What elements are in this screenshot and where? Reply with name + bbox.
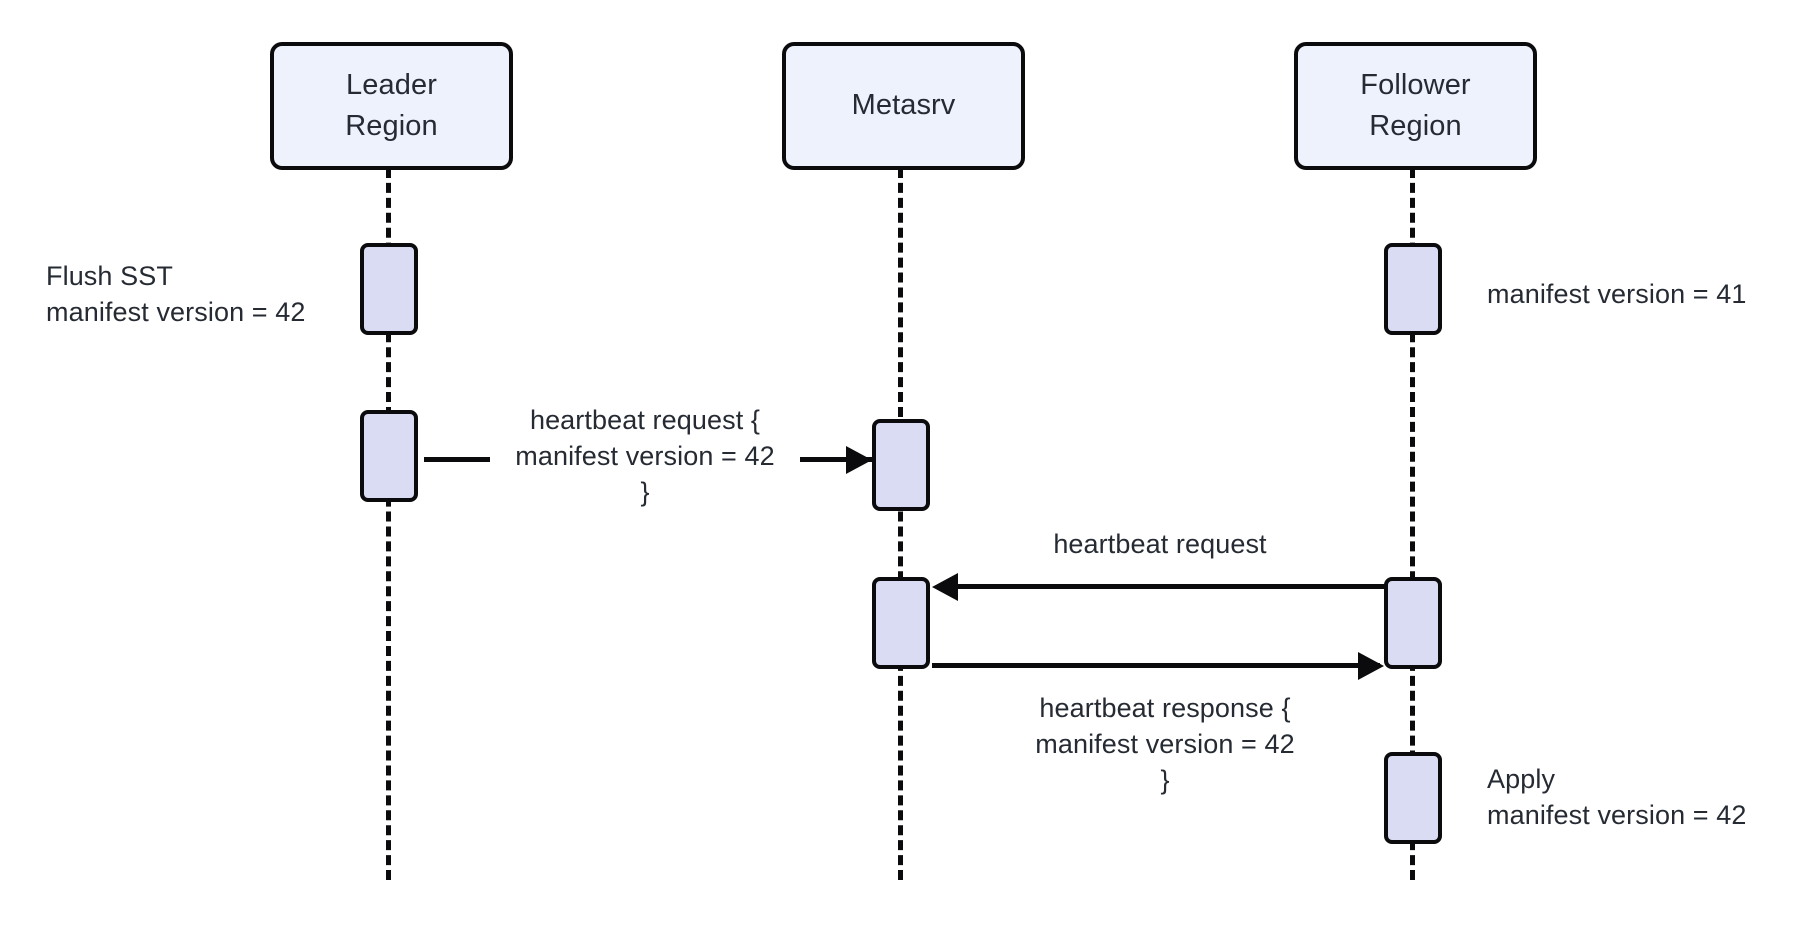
activation-follower-heartbeat — [1384, 577, 1442, 669]
message-label-leader-heartbeat-request: heartbeat request { manifest version = 4… — [490, 403, 800, 511]
lifeline-leader — [386, 168, 391, 880]
note-flush-sst: Flush SST manifest version = 42 — [46, 261, 306, 327]
participant-leader-region[interactable]: Leader Region — [270, 42, 513, 170]
activation-metasrv-leader-heartbeat — [872, 419, 930, 511]
activation-metasrv-follower-heartbeat — [872, 577, 930, 669]
message-label-follower-heartbeat-request: heartbeat request — [1000, 527, 1320, 563]
message-label-metasrv-heartbeat-response: heartbeat response { manifest version = … — [1000, 691, 1330, 799]
activation-leader-heartbeat — [360, 410, 418, 502]
arrowhead-leader-heartbeat-request — [846, 446, 872, 474]
participant-metasrv[interactable]: Metasrv — [782, 42, 1025, 170]
lifeline-metasrv — [898, 168, 903, 880]
arrowhead-follower-heartbeat-request — [932, 573, 958, 601]
message-line-follower-heartbeat-request — [938, 584, 1386, 589]
note-apply-manifest-version: Apply manifest version = 42 — [1487, 764, 1747, 830]
note-follower-manifest-version: manifest version = 41 — [1487, 279, 1747, 309]
activation-leader-flush — [360, 243, 418, 335]
activation-follower-initial — [1384, 243, 1442, 335]
activation-follower-apply — [1384, 752, 1442, 844]
message-line-metasrv-heartbeat-response — [932, 663, 1380, 668]
participant-follower-region[interactable]: Follower Region — [1294, 42, 1537, 170]
arrowhead-metasrv-heartbeat-response — [1358, 652, 1384, 680]
lifeline-follower — [1410, 168, 1415, 880]
